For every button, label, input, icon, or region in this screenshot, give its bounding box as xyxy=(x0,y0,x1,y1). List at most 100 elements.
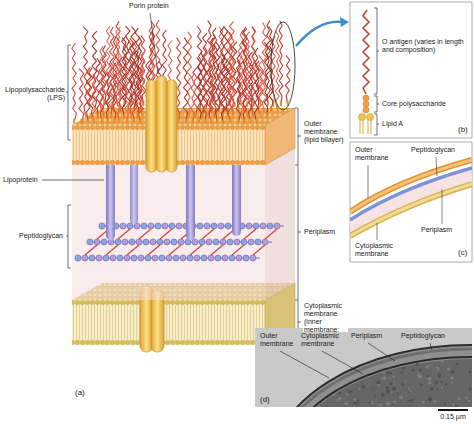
grain-dot xyxy=(448,400,449,401)
grain-dot xyxy=(352,404,354,406)
o-antigen-chain xyxy=(206,63,210,118)
o-antigen-chain xyxy=(215,42,220,122)
o-antigen-chain xyxy=(266,21,271,106)
sugar-bead xyxy=(94,239,100,245)
grain-dot xyxy=(423,373,425,375)
grain-dot xyxy=(389,372,392,375)
grain-dot xyxy=(370,401,373,404)
arrow-head xyxy=(340,17,349,27)
grain-dot xyxy=(441,360,444,363)
sugar-bead xyxy=(164,239,170,245)
part-label: Peptidoglycan xyxy=(18,232,64,240)
grain-dot xyxy=(439,366,441,368)
sugar-bead xyxy=(141,223,147,229)
sugar-bead xyxy=(176,223,182,229)
sugar-bead xyxy=(148,223,154,229)
sugar-bead xyxy=(206,239,212,245)
o-antigen-chain xyxy=(258,68,263,118)
grain-dot xyxy=(409,391,411,393)
core-sugar xyxy=(287,100,289,105)
core-sugar xyxy=(280,101,282,106)
leader-line xyxy=(436,157,437,176)
grain-dot xyxy=(445,383,447,385)
leader-line xyxy=(442,189,443,224)
o-antigen-chain xyxy=(363,10,369,94)
brackets xyxy=(42,13,301,345)
sugar-bead xyxy=(99,223,105,229)
grain-dot xyxy=(407,400,409,402)
sugar-bead xyxy=(152,255,158,261)
scale-label: 0.15 µm xyxy=(439,413,466,421)
core-sugar xyxy=(114,118,116,123)
core-sugar xyxy=(363,107,369,113)
porin-subunit xyxy=(156,76,167,172)
leader-line xyxy=(368,165,369,198)
core-sugar xyxy=(363,95,369,101)
grain-dot xyxy=(372,388,374,390)
bracket xyxy=(66,205,71,268)
peptide-crosslink xyxy=(265,229,277,239)
core-sugar xyxy=(185,118,187,123)
sugar-bead xyxy=(187,255,193,261)
core-sugar xyxy=(119,118,121,123)
pointer-arrow xyxy=(296,22,341,46)
grain-dot xyxy=(441,381,443,383)
core-sugar xyxy=(256,118,258,123)
grain-dot xyxy=(455,405,458,407)
grain-dot xyxy=(392,403,394,405)
grain-dot xyxy=(435,381,439,385)
grain-dot xyxy=(357,399,360,402)
sugar-bead xyxy=(115,239,121,245)
grain-dot xyxy=(332,394,334,396)
o-antigen-chain xyxy=(279,21,283,106)
grain-dot xyxy=(436,388,438,390)
o-antigen-chain xyxy=(133,42,137,122)
lipid-a xyxy=(359,114,374,135)
grain-dot xyxy=(338,397,341,400)
sugar-bead xyxy=(262,239,268,245)
sugar-bead xyxy=(124,255,130,261)
core-sugar xyxy=(204,118,206,123)
sugar-bead xyxy=(75,255,81,261)
leader-line xyxy=(377,223,378,240)
o-antigen-chain xyxy=(92,74,97,124)
sugar-bead xyxy=(229,255,235,261)
porin-subunit xyxy=(146,80,157,172)
grain-dot xyxy=(368,383,369,384)
grain-dot xyxy=(386,371,389,374)
peptide-crosslink xyxy=(253,245,265,255)
grain-dot xyxy=(408,387,410,389)
part-label: Periplasm xyxy=(350,332,383,340)
bracket xyxy=(374,8,379,94)
peptide-crosslink xyxy=(232,245,244,255)
lipid-head xyxy=(359,114,366,121)
core-sugar xyxy=(267,101,269,106)
sugar-bead xyxy=(117,255,123,261)
grain-dot xyxy=(451,370,455,374)
grain-dot xyxy=(450,376,453,379)
core-sugar xyxy=(103,112,105,117)
core-sugar xyxy=(98,113,100,118)
core-sugar xyxy=(230,117,232,122)
sugar-bead xyxy=(250,255,256,261)
sugar-bead xyxy=(236,255,242,261)
cytoplasmic-membrane-line xyxy=(282,357,472,407)
cell-envelope xyxy=(270,345,472,407)
sugar-bead xyxy=(110,255,116,261)
peptide-crosslink xyxy=(244,229,256,239)
porin-subunit xyxy=(166,80,177,172)
leader-line xyxy=(368,343,395,361)
core-sugar xyxy=(210,118,212,123)
grain-dot xyxy=(379,404,382,407)
grain-dot xyxy=(419,369,422,372)
core-sugar xyxy=(88,117,90,122)
micrograph-cell xyxy=(270,345,472,407)
bracket xyxy=(298,165,301,300)
o-antigen-chain xyxy=(262,22,267,112)
grain-dot xyxy=(400,399,402,401)
o-antigen-chain xyxy=(183,38,188,123)
highlight-ellipse xyxy=(271,22,295,110)
o-antigen-chain xyxy=(129,38,133,118)
panel-letter: (a) xyxy=(74,388,86,397)
sugar-bead xyxy=(138,255,144,261)
